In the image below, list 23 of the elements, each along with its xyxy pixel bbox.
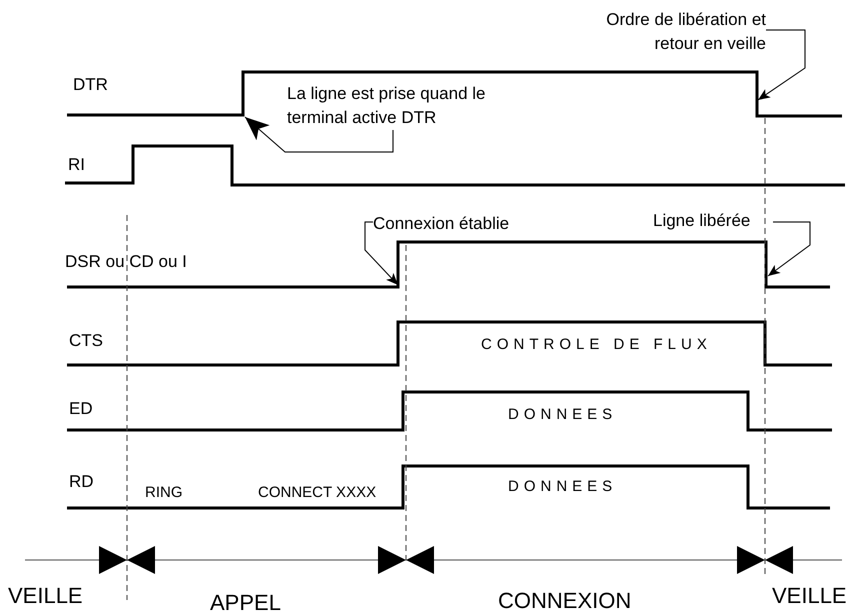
leader-arrow: [244, 116, 394, 152]
signal-name: RD: [69, 471, 94, 493]
signal-annotation: CONTROLE DE FLUX: [481, 335, 712, 355]
annotation-text: Ligne libérée: [653, 209, 773, 233]
leader-arrow: [364, 222, 398, 286]
annotation-text: Ordre de libération et retour en veille: [560, 8, 766, 56]
signal-name: RI: [68, 154, 85, 176]
annotation-text: La ligne est prise quand le terminal active DTR: [287, 82, 537, 130]
signal-annotation: DONNEES: [508, 477, 618, 497]
leader-arrow: [768, 222, 810, 276]
phase-label: CONNEXION: [498, 590, 632, 612]
signal-annotation: DONNEES: [508, 405, 618, 425]
phase-label: APPEL: [210, 592, 281, 614]
signal-name: ED: [69, 398, 93, 420]
signal-name: CTS: [69, 330, 103, 352]
phase-label: VEILLE: [8, 585, 83, 607]
signal-annotation: RING: [145, 483, 182, 503]
signal-name: DTR: [73, 74, 108, 96]
phase-label: VEILLE: [772, 585, 847, 607]
annotation-text: Connexion établie: [373, 212, 543, 236]
leader-arrow: [758, 30, 806, 100]
signal-annotation: CONNECT XXXX: [258, 483, 376, 503]
signal-name: DSR ou CD ou I: [65, 251, 187, 273]
